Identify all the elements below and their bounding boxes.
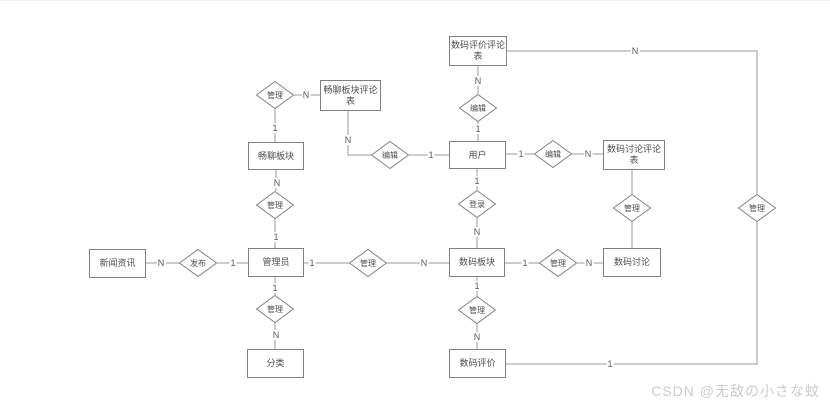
diamond-shape bbox=[534, 140, 572, 168]
cardinality-label: 1 bbox=[271, 123, 279, 133]
entity-label: 数码讨论 bbox=[613, 257, 650, 267]
entity-label: 管理员 bbox=[262, 257, 290, 267]
entity-digital-eval-comment-table: 数码评价评论表 bbox=[449, 36, 507, 66]
wire-chat-comment-to-edit bbox=[347, 111, 371, 156]
cardinality-label: N bbox=[583, 149, 593, 159]
cardinality-label: 1 bbox=[521, 258, 529, 268]
rel-manage-chat-comment: 管理 bbox=[256, 81, 294, 109]
rel-edit-eval-comment: 编辑 bbox=[459, 94, 497, 122]
csdn-watermark: CSDN @无敌の小さな蚊 bbox=[651, 383, 820, 399]
rel-manage-chat-board: 管理 bbox=[256, 191, 294, 219]
diamond-shape bbox=[458, 296, 496, 324]
entity-label: 数码评价 bbox=[459, 358, 496, 368]
diamond-shape bbox=[256, 295, 294, 323]
diamond-shape bbox=[256, 191, 294, 219]
rel-manage-eval-comment: 管理 bbox=[738, 194, 776, 222]
entity-user: 用户 bbox=[449, 141, 506, 169]
entity-news: 新闻资讯 bbox=[89, 249, 146, 278]
cardinality-label: 1 bbox=[474, 124, 482, 134]
cardinality-label: N bbox=[301, 90, 311, 100]
entity-label: 数码板块 bbox=[458, 257, 495, 267]
cardinality-label: 1 bbox=[271, 283, 279, 293]
relationship-label: 登录 bbox=[469, 199, 485, 209]
wire-eval-comment-to-manage-right bbox=[507, 50, 758, 194]
entity-admin: 管理员 bbox=[248, 248, 304, 277]
cardinality-label: N bbox=[419, 258, 429, 268]
rel-manage-discussion-comment: 管理 bbox=[613, 194, 651, 222]
relationship-label: 管理 bbox=[749, 203, 765, 213]
rel-manage-digital-eval: 管理 bbox=[458, 296, 496, 324]
cardinality-label: 1 bbox=[473, 176, 481, 186]
entity-label: 畅聊板块 bbox=[257, 150, 294, 161]
cardinality-label: 1 bbox=[606, 359, 614, 369]
diamond-shape bbox=[349, 249, 387, 277]
diamond-shape bbox=[459, 94, 497, 122]
cardinality-label: 1 bbox=[308, 258, 316, 268]
entity-digital-board: 数码板块 bbox=[449, 248, 505, 277]
cardinality-label: N bbox=[343, 135, 353, 145]
entity-category: 分类 bbox=[247, 349, 304, 378]
rel-publish: 发布 bbox=[179, 249, 217, 277]
diamond-shape bbox=[539, 249, 577, 277]
relationship-label: 管理 bbox=[267, 304, 283, 314]
entity-digital-eval: 数码评价 bbox=[449, 349, 506, 378]
relationship-label: 管理 bbox=[267, 90, 283, 100]
relationship-label: 管理 bbox=[624, 203, 640, 213]
entity-label: 新闻资讯 bbox=[99, 258, 136, 268]
rel-edit-chat-comment: 编辑 bbox=[371, 141, 409, 169]
relationship-label: 管理 bbox=[267, 200, 283, 210]
rel-manage-category: 管理 bbox=[256, 295, 294, 323]
entity-label: 畅聊板块评论表 bbox=[323, 84, 378, 106]
diamond-shape bbox=[458, 190, 496, 218]
rel-edit-discussion-comment: 编辑 bbox=[534, 140, 572, 168]
diamond-shape bbox=[179, 249, 217, 277]
entity-label: 用户 bbox=[468, 149, 487, 160]
cardinality-label: N bbox=[272, 178, 282, 188]
entity-digital-discussion: 数码讨论 bbox=[603, 248, 661, 277]
entity-chat-board: 畅聊板块 bbox=[248, 142, 304, 170]
wire-manage-right-to-digital-eval bbox=[506, 222, 758, 365]
cardinality-label: N bbox=[156, 258, 166, 268]
cardinality-label: N bbox=[630, 46, 640, 56]
cardinality-label: 1 bbox=[272, 232, 280, 242]
cardinality-label: N bbox=[472, 227, 482, 237]
cardinality-label: N bbox=[271, 330, 281, 340]
relationship-label: 管理 bbox=[360, 258, 376, 268]
diamond-shape bbox=[738, 194, 776, 222]
relationship-label: 发布 bbox=[190, 258, 206, 268]
rel-manage-digital-discussion: 管理 bbox=[539, 249, 577, 277]
cardinality-label: 1 bbox=[229, 258, 237, 268]
diamond-shape bbox=[371, 141, 409, 169]
diamond-shape bbox=[256, 81, 294, 109]
entity-label: 数码评价评论表 bbox=[451, 40, 506, 61]
rel-login: 登录 bbox=[458, 190, 496, 218]
rel-manage-digital-board: 管理 bbox=[349, 249, 387, 277]
cardinality-label: N bbox=[473, 76, 483, 86]
cardinality-label: N bbox=[472, 332, 482, 342]
diamond-shape bbox=[613, 194, 651, 222]
cardinality-label: 1 bbox=[427, 150, 435, 160]
relationship-label: 管理 bbox=[550, 258, 566, 268]
relationship-label: 编辑 bbox=[545, 149, 561, 159]
entity-label: 分类 bbox=[266, 358, 285, 368]
entity-chat-board-comment-table: 畅聊板块评论表 bbox=[320, 80, 381, 111]
relationship-label: 管理 bbox=[469, 305, 485, 315]
entity-label: 数码讨论评论表 bbox=[606, 144, 661, 165]
cardinality-label: N bbox=[584, 258, 594, 268]
cardinality-label: 1 bbox=[517, 149, 525, 159]
relationship-label: 编辑 bbox=[470, 103, 486, 113]
entity-digital-discussion-comment-table: 数码讨论评论表 bbox=[603, 140, 665, 170]
relationship-label: 编辑 bbox=[382, 150, 398, 160]
cardinality-label: 1 bbox=[473, 281, 481, 291]
